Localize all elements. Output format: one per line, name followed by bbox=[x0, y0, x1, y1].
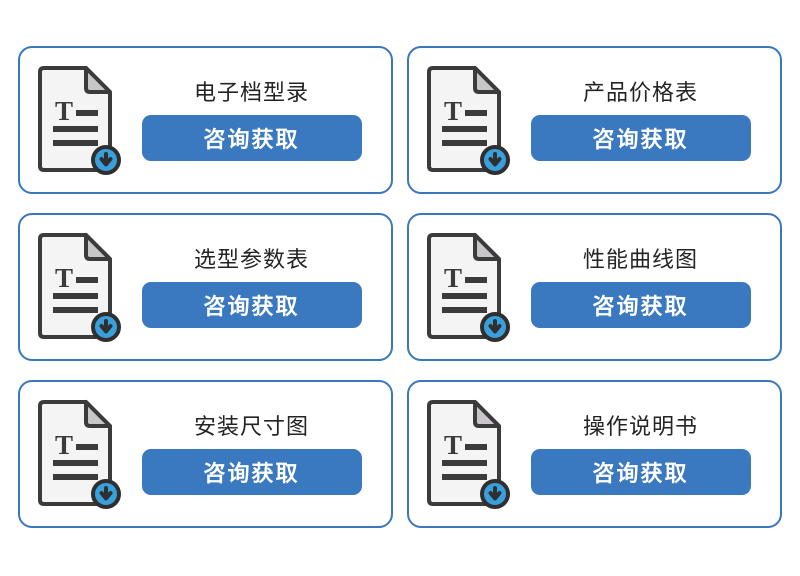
svg-text:T: T bbox=[55, 430, 73, 460]
document-card[interactable]: T 电子档型录 咨询获取 bbox=[18, 46, 393, 194]
card-body: 操作说明书 咨询获取 bbox=[513, 400, 774, 508]
card-body: 安装尺寸图 咨询获取 bbox=[124, 400, 385, 508]
document-card[interactable]: T 产品价格表 咨询获取 bbox=[407, 46, 782, 194]
svg-text:T: T bbox=[444, 96, 462, 126]
consult-acquire-button[interactable]: 咨询获取 bbox=[141, 114, 362, 161]
document-download-icon: T bbox=[34, 400, 121, 509]
card-title: 电子档型录 bbox=[193, 79, 309, 105]
document-download-icon: T bbox=[423, 400, 510, 509]
card-title: 安装尺寸图 bbox=[193, 413, 309, 439]
consult-acquire-button[interactable]: 咨询获取 bbox=[530, 448, 751, 495]
svg-text:T: T bbox=[444, 430, 462, 460]
document-download-icon: T bbox=[423, 66, 510, 175]
card-title: 产品价格表 bbox=[582, 79, 698, 105]
document-card[interactable]: T 性能曲线图 咨询获取 bbox=[407, 213, 782, 361]
svg-text:T: T bbox=[55, 96, 73, 126]
document-card[interactable]: T 安装尺寸图 咨询获取 bbox=[18, 380, 393, 528]
document-download-icon: T bbox=[423, 233, 510, 342]
card-body: 选型参数表 咨询获取 bbox=[124, 233, 385, 341]
card-body: 电子档型录 咨询获取 bbox=[124, 66, 385, 174]
document-cards-grid: T 电子档型录 咨询获取 T bbox=[18, 46, 782, 528]
consult-acquire-button[interactable]: 咨询获取 bbox=[141, 281, 362, 328]
consult-acquire-button[interactable]: 咨询获取 bbox=[530, 281, 751, 328]
svg-text:T: T bbox=[444, 263, 462, 293]
card-body: 性能曲线图 咨询获取 bbox=[513, 233, 774, 341]
consult-acquire-button[interactable]: 咨询获取 bbox=[141, 448, 362, 495]
document-card[interactable]: T 操作说明书 咨询获取 bbox=[407, 380, 782, 528]
card-title: 性能曲线图 bbox=[582, 246, 698, 272]
card-body: 产品价格表 咨询获取 bbox=[513, 66, 774, 174]
card-title: 操作说明书 bbox=[582, 413, 698, 439]
document-download-icon: T bbox=[34, 66, 121, 175]
consult-acquire-button[interactable]: 咨询获取 bbox=[530, 114, 751, 161]
document-download-icon: T bbox=[34, 233, 121, 342]
svg-text:T: T bbox=[55, 263, 73, 293]
document-card[interactable]: T 选型参数表 咨询获取 bbox=[18, 213, 393, 361]
card-title: 选型参数表 bbox=[193, 246, 309, 272]
